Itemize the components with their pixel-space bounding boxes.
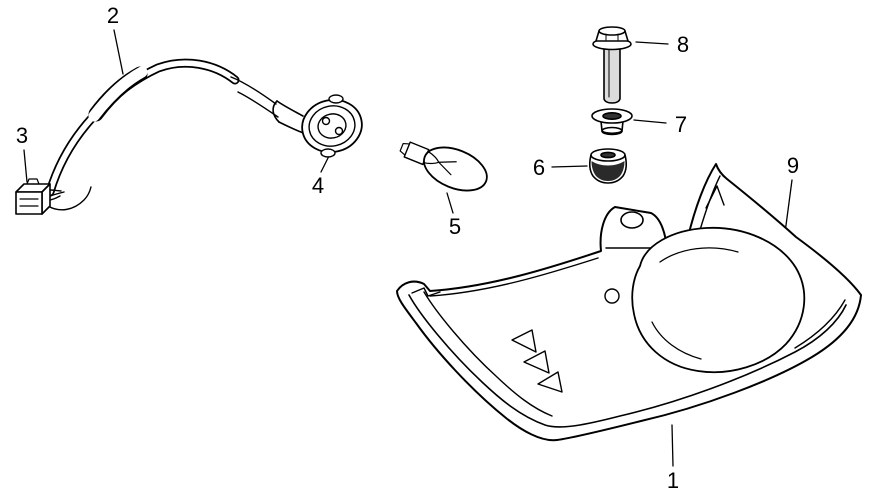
part-label-8: 8 <box>676 32 690 57</box>
part-label-4: 4 <box>311 173 325 198</box>
grommet-drawing <box>588 148 628 184</box>
connector-drawing <box>15 178 62 215</box>
bulb-drawing <box>399 141 488 192</box>
bolt-drawing <box>592 26 632 104</box>
reflector-drawing <box>631 226 806 374</box>
part-label-7: 7 <box>674 112 688 137</box>
taillight-assembly-drawing <box>396 163 862 442</box>
part-label-2: 2 <box>106 3 120 28</box>
part-label-5: 5 <box>448 214 462 239</box>
part-label-9: 9 <box>786 153 800 178</box>
part-label-6: 6 <box>532 155 546 180</box>
part-label-1: 1 <box>666 468 680 493</box>
wire-harness-drawing <box>45 58 240 211</box>
part-label-3: 3 <box>15 123 29 148</box>
mounting-hole <box>620 211 644 229</box>
bulb-socket-drawing <box>230 76 363 158</box>
collar-drawing <box>591 108 633 136</box>
